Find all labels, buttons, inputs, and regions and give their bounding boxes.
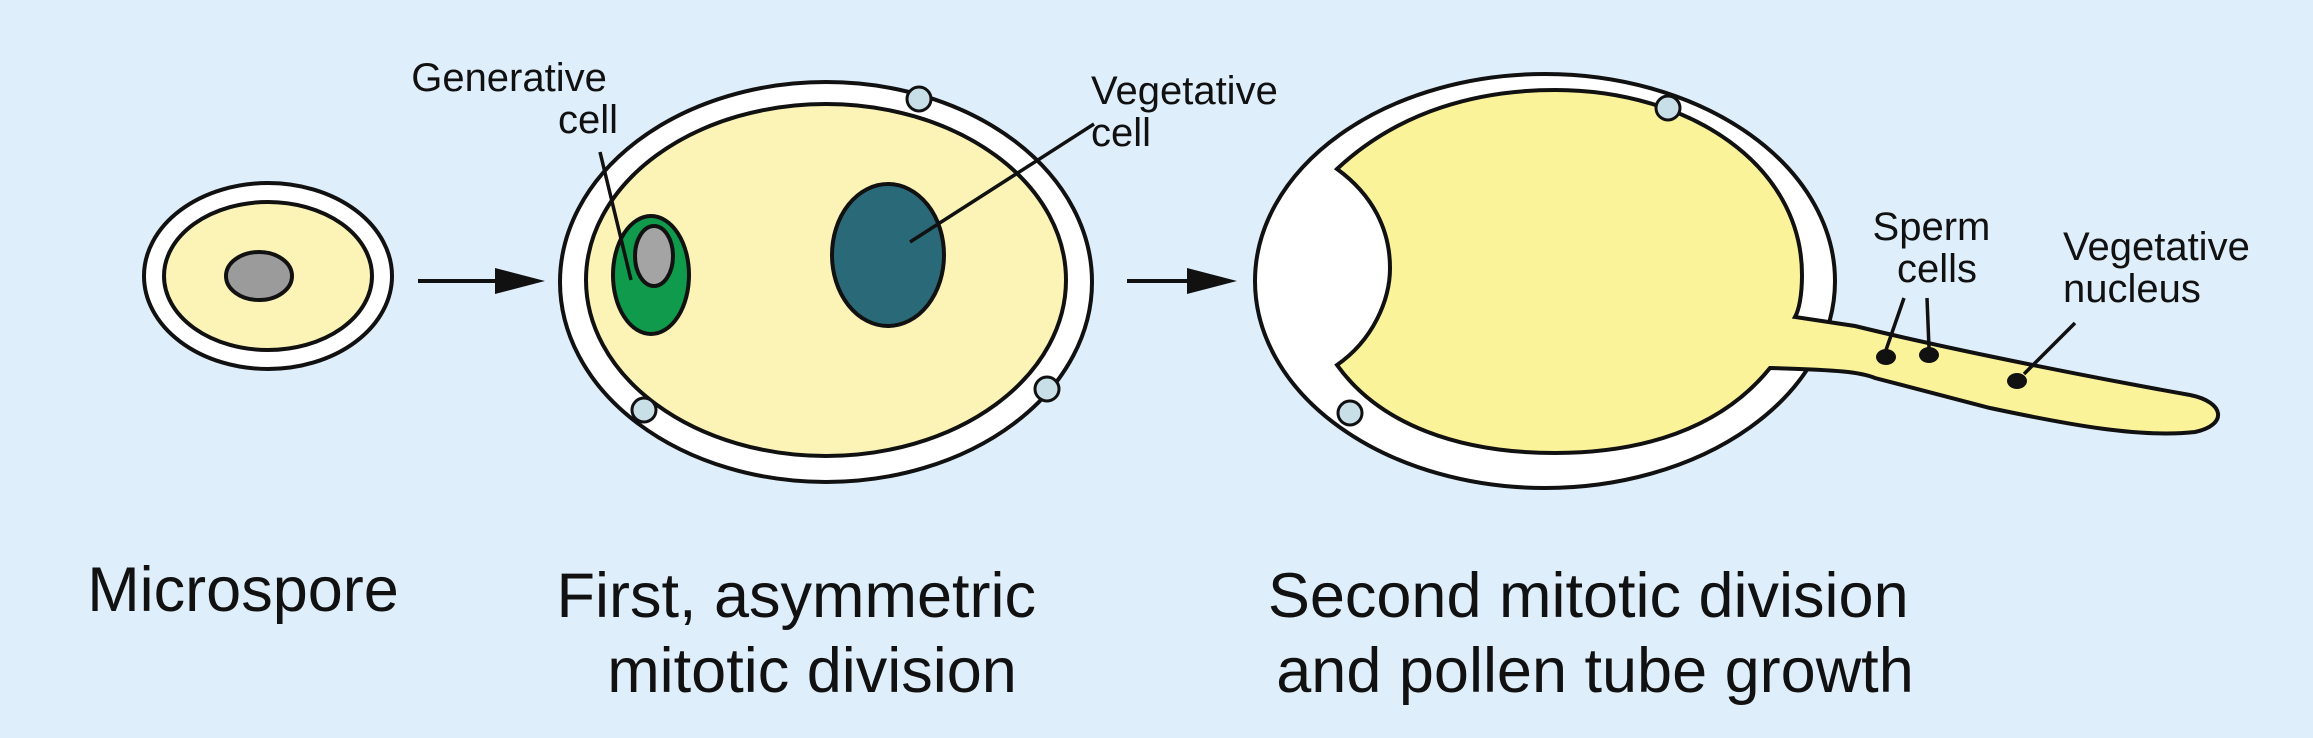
vegetative-cell-label: Vegetative cell <box>1091 69 1289 155</box>
mature-pollen-cytoplasm-and-tube <box>1333 87 2220 456</box>
first-division-caption: First, asymmetric mitotic division <box>557 561 1054 706</box>
pore <box>1033 375 1061 403</box>
arrow-2 <box>1127 268 1237 294</box>
pore <box>1336 399 1364 427</box>
generative-nucleus <box>633 224 675 288</box>
second-division-caption: Second mitotic division and pollen tube … <box>1268 561 1926 706</box>
sperm-cells-label: Sperm cells <box>1873 205 2002 291</box>
sperm-cell-nucleus <box>1876 349 1896 365</box>
vegetative-nucleus-dot <box>2007 373 2027 389</box>
pollen-cytoplasm <box>584 102 1068 458</box>
generative-cell-label: Generative cell <box>411 56 618 142</box>
vegetative-cell-nucleus <box>830 182 946 328</box>
vegetative-nucleus-pointer <box>2022 321 2077 376</box>
sperm-cells-pointer <box>1925 297 1931 349</box>
generative-cell-pointer <box>598 151 633 281</box>
microspore-nucleus <box>224 250 294 302</box>
sperm-cell-nucleus <box>1919 347 1939 363</box>
pore <box>1654 94 1682 122</box>
second-division-cell <box>1253 72 2220 490</box>
pore <box>905 85 933 113</box>
first-division-cell <box>558 80 1095 484</box>
microspore-cell <box>142 181 394 371</box>
microspore-caption: Microspore <box>87 555 399 625</box>
vegetative-nucleus-label: Vegetative nucleus <box>2063 225 2261 311</box>
vegetative-cell-pointer <box>909 122 1095 244</box>
arrow-1 <box>418 268 545 294</box>
sperm-cells-pointer <box>1884 297 1906 351</box>
pore <box>630 396 658 424</box>
